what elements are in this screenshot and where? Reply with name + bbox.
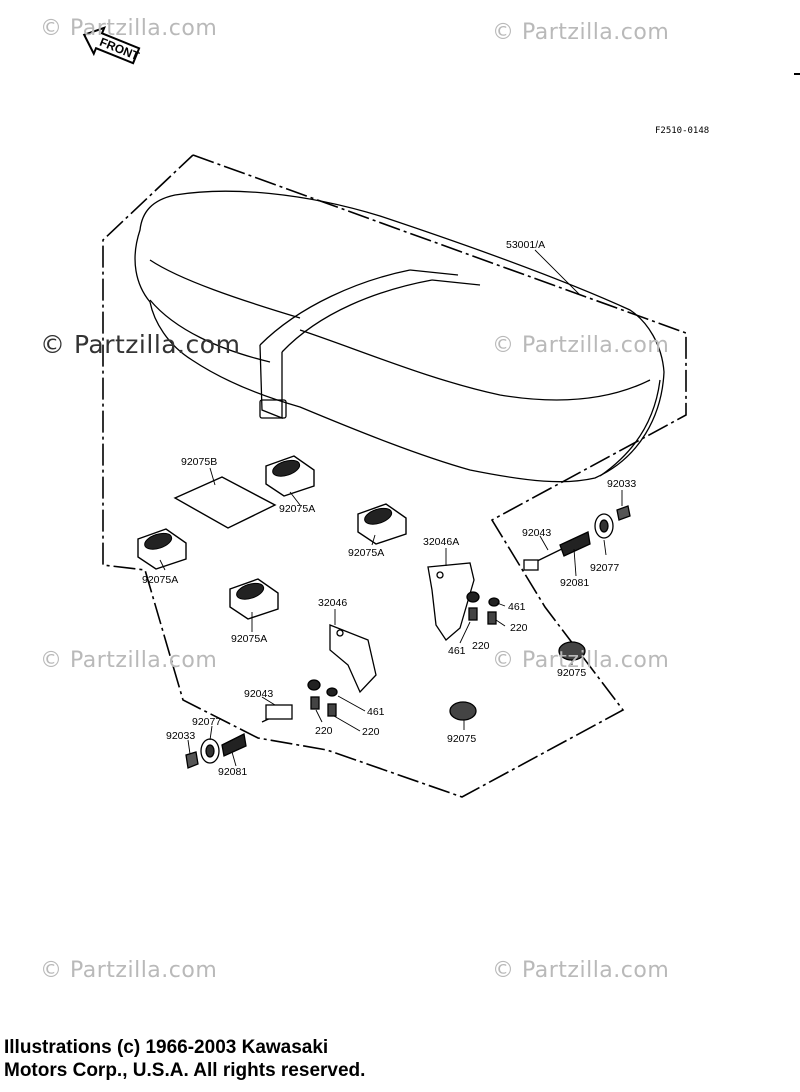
watermark-2: © Partzilla.com [492,20,670,45]
label-32046: 32046 [318,597,347,609]
damper-block-2 [357,503,407,545]
label-92075a-2: 92075A [348,547,384,559]
watermark-1: © Partzilla.com [40,16,218,41]
watermark-7: © Partzilla.com [40,958,218,983]
label-32046a: 32046A [423,536,459,548]
leader-lines [159,249,623,767]
label-461-r1: 461 [508,601,526,613]
label-92075-right: 92075 [557,667,586,679]
label-92033-left: 92033 [166,730,195,742]
label-92043-right: 92043 [522,527,551,539]
watermark-3: © Partzilla.com [40,330,241,359]
damper-block-4 [229,578,279,620]
label-92081-right: 92081 [560,577,589,589]
label-220-l2: 220 [362,726,380,738]
label-92075-left: 92075 [447,733,476,745]
label-92075a-4: 92075A [231,633,267,645]
parts-boundary [102,154,687,798]
copyright-line-2: Motors Corp., U.S.A. All rights reserved… [4,1060,366,1081]
label-220-l1: 220 [315,725,333,737]
label-92043-left: 92043 [244,688,273,700]
damper-block-3 [137,528,187,570]
label-461-left: 461 [367,706,385,718]
diagram-code: F2510-0148 [655,126,710,136]
watermark-6: © Partzilla.com [492,648,670,673]
label-92033-right: 92033 [607,478,636,490]
watermark-8: © Partzilla.com [492,958,670,983]
label-92081-left: 92081 [218,766,247,778]
left-hinge-hardware [185,624,477,769]
right-hinge-hardware [427,505,631,661]
seat-cushion [134,190,665,483]
damper-block-1 [265,455,315,497]
watermark-4: © Partzilla.com [492,333,670,358]
label-92075a-3: 92075A [142,574,178,586]
label-220-r1: 220 [510,622,528,634]
label-461-r2: 461 [448,645,466,657]
label-220-r2: 220 [472,640,490,652]
label-92077-left: 92077 [192,716,221,728]
label-92075a-1: 92075A [279,503,315,515]
label-53001a: 53001/A [506,239,545,251]
label-92075b: 92075B [181,456,217,468]
damper-plate [173,476,277,529]
label-92077-right: 92077 [590,562,619,574]
watermark-5: © Partzilla.com [40,648,218,673]
copyright-line-1: Illustrations (c) 1966-2003 Kawasaki [4,1037,329,1058]
